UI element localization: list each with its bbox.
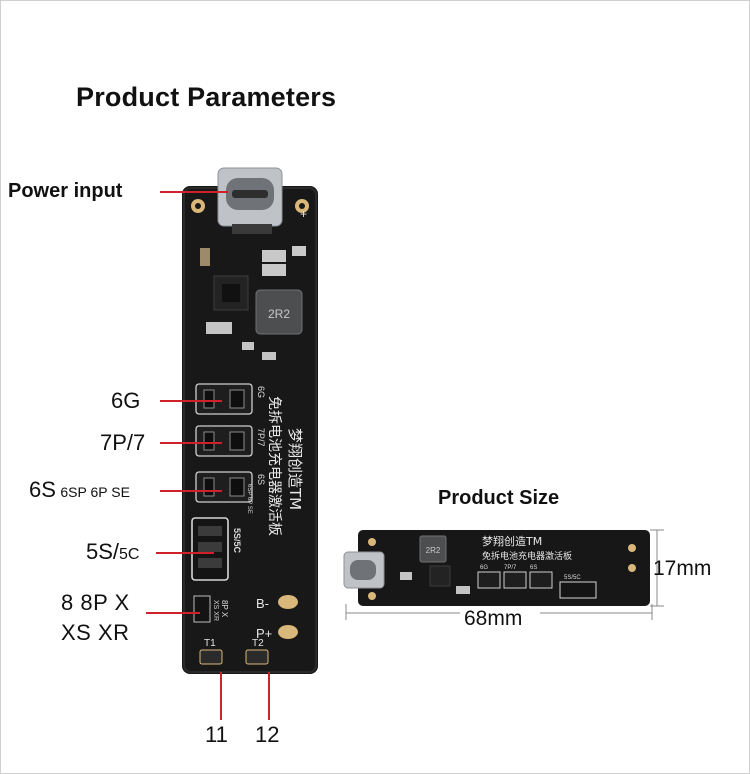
inductor-label-small: 2R2 xyxy=(426,546,441,555)
lead-6s xyxy=(160,490,222,492)
silk-7p-small: 7P/7 xyxy=(504,565,517,571)
silk-6g: 6G xyxy=(256,386,266,398)
silk-5s-small: 5S/5C xyxy=(564,575,581,581)
silk-6s: 6S xyxy=(256,474,266,485)
label-6s-main: 6S xyxy=(29,477,56,502)
lead-power-input xyxy=(160,191,228,193)
label-8-line1: 8 8P X xyxy=(61,590,130,615)
label-6s-variants: 6SP 6P SE xyxy=(60,484,130,500)
dimension-height: 17mm xyxy=(653,557,712,580)
silk-xs: XS XR xyxy=(212,600,219,621)
label-power-input: Power input xyxy=(8,180,123,202)
silk-6g-small: 6G xyxy=(480,565,488,571)
silk-t1: T1 xyxy=(204,638,216,649)
silk-6s-small: 6SP 6P SE xyxy=(246,484,252,514)
label-6g: 6G xyxy=(111,388,141,413)
label-t2: 12 xyxy=(255,722,280,747)
lead-t1 xyxy=(220,672,222,720)
lead-8p xyxy=(146,612,200,614)
board-subtitle-text: 免拆电池充电器激活板 xyxy=(266,396,283,536)
product-size-title: Product Size xyxy=(438,487,560,509)
label-5s-main: 5S/ xyxy=(86,539,120,564)
silk-7p: 7P/7 xyxy=(256,428,266,447)
silk-p-plus: P+ xyxy=(256,626,272,641)
label-8-line2: XS XR xyxy=(61,620,130,645)
silk-t2: T2 xyxy=(252,638,264,649)
board-brand-text: 梦翔创造TM xyxy=(286,428,304,510)
silk-b-minus: B- xyxy=(256,596,269,611)
board-brand-text-small: 梦翔创造TM xyxy=(482,534,542,548)
silk-5s: 5S/5C xyxy=(232,528,242,554)
lead-t2 xyxy=(268,672,270,720)
dimension-width: 68mm xyxy=(464,607,523,630)
silk-8p: 8P X xyxy=(220,600,229,618)
label-5s-variant: 5C xyxy=(119,546,140,563)
label-5s: 5S/5C xyxy=(86,539,139,565)
lead-6g xyxy=(160,400,222,402)
label-t1: 11 xyxy=(205,722,228,747)
label-7p: 7P/7 xyxy=(100,430,146,455)
label-6s: 6S 6SP 6P SE xyxy=(29,477,130,503)
lead-5s xyxy=(156,552,214,554)
board-subtitle-text-small: 免拆电池充电器激活板 xyxy=(482,550,572,562)
inductor-label: 2R2 xyxy=(268,307,290,321)
silk-6s-small2: 6S xyxy=(530,565,537,571)
lead-7p xyxy=(160,442,222,444)
page-title: Product Parameters xyxy=(76,82,337,112)
plus-mark: + xyxy=(300,207,307,221)
